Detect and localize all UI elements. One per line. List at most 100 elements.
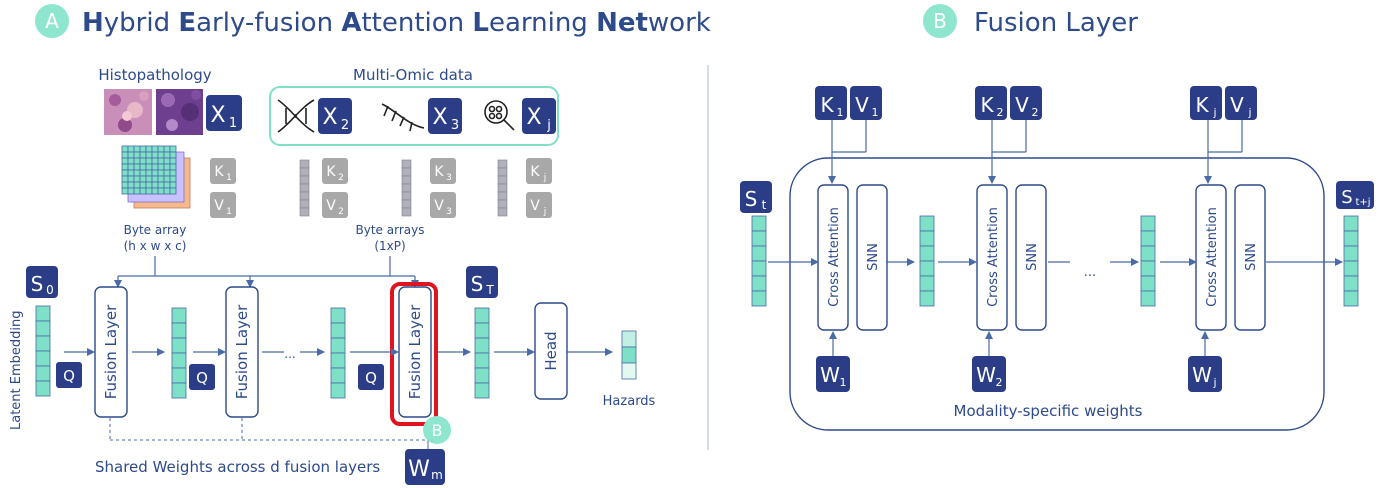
fusion-layer-1 xyxy=(94,286,128,418)
svg-text:K: K xyxy=(214,164,224,180)
vector-cell xyxy=(1343,290,1359,307)
snn-block xyxy=(856,184,888,331)
svg-text:1: 1 xyxy=(226,207,232,217)
s0-subscript: 0 xyxy=(46,283,54,297)
svg-text:2: 2 xyxy=(338,173,344,183)
grid-cell xyxy=(157,151,165,159)
latent-embedding-label: Latent Embedding xyxy=(9,310,24,430)
svg-text:Cross Attention: Cross Attention xyxy=(1205,207,1220,307)
grid-cell xyxy=(127,157,135,165)
grid-cell xyxy=(121,157,129,165)
grid-cell xyxy=(139,145,147,153)
x3-token xyxy=(428,98,462,134)
vector-cell xyxy=(35,320,51,337)
wm-subscript: m xyxy=(431,468,443,482)
vector-cell xyxy=(330,352,346,369)
x1-label: X xyxy=(210,103,225,128)
byte-array-dims: (h x w x c) xyxy=(124,239,187,253)
ellipsis-a: ... xyxy=(284,347,295,361)
grid-cell xyxy=(127,145,135,153)
svg-text:1: 1 xyxy=(226,173,232,183)
cross-attention-block xyxy=(1195,184,1227,331)
grid-cell xyxy=(151,169,159,177)
histology-image-1 xyxy=(104,89,152,135)
w1-token xyxy=(816,356,850,392)
vector-cell xyxy=(330,337,346,354)
svg-text:3: 3 xyxy=(446,207,452,217)
grid-cell xyxy=(151,163,159,171)
grid-cell xyxy=(169,187,177,195)
svg-text:K: K xyxy=(1195,93,1209,117)
svg-text:j: j xyxy=(543,207,547,217)
svg-text:3: 3 xyxy=(446,173,452,183)
panel-a-title: Hybrid Early-fusion Attention Learning N… xyxy=(82,8,711,38)
svg-text:t: t xyxy=(762,198,767,212)
vector-cell xyxy=(1343,260,1359,277)
wm-label: W xyxy=(408,457,430,482)
vector-cell xyxy=(171,337,187,354)
svg-text:Q: Q xyxy=(365,369,377,387)
x3-label: X xyxy=(432,105,447,130)
v1-token xyxy=(210,192,236,218)
svg-text:1: 1 xyxy=(872,106,879,119)
vector-cell xyxy=(330,367,346,384)
grid-cell xyxy=(151,175,159,183)
head-box xyxy=(534,302,568,400)
strip-cell xyxy=(497,183,508,193)
vector-cell xyxy=(474,352,490,369)
vector-cell xyxy=(1140,245,1156,262)
wm-token xyxy=(405,449,445,485)
grid-cell xyxy=(151,145,159,153)
xj-token xyxy=(522,98,556,134)
grid-cell xyxy=(151,181,159,189)
title-part: ybrid xyxy=(104,8,179,38)
grid-cell xyxy=(145,157,153,165)
svg-text:W: W xyxy=(976,363,996,387)
st-label: S xyxy=(471,272,484,296)
svg-text:Q: Q xyxy=(196,369,208,387)
strip-cell xyxy=(497,175,508,185)
strip-cell xyxy=(299,167,310,177)
q-token-3 xyxy=(358,364,384,390)
histology-image-2 xyxy=(156,89,203,135)
cross-attention-block xyxy=(817,184,849,331)
kj-token-b xyxy=(1190,86,1222,120)
snn-block xyxy=(1015,184,1047,331)
grid-cell xyxy=(139,169,147,177)
vector-cell xyxy=(171,322,187,339)
k2-token-b xyxy=(975,86,1007,120)
svg-text:Cross Attention: Cross Attention xyxy=(986,207,1001,307)
wj-token xyxy=(1188,356,1222,392)
svg-text:V: V xyxy=(1230,93,1244,117)
grid-cell xyxy=(151,187,159,195)
grid-cell xyxy=(133,187,141,195)
multiomic-label: Multi-Omic data xyxy=(353,66,473,84)
grid-cell xyxy=(163,151,171,159)
svg-text:W: W xyxy=(1192,363,1212,387)
b-badge-small xyxy=(423,416,451,444)
grid-cell xyxy=(163,181,171,189)
vector-cell xyxy=(919,290,935,307)
panel-b-title: Fusion Layer xyxy=(974,8,1138,38)
vector-cell xyxy=(474,367,490,384)
svg-text:Fusion Layer: Fusion Layer xyxy=(233,304,251,399)
grid-cell xyxy=(157,175,165,183)
cross-attention-block xyxy=(976,184,1008,331)
s0-token xyxy=(26,266,58,298)
svg-text:K: K xyxy=(434,164,444,180)
vj-token-b xyxy=(1225,86,1257,120)
svg-text:j: j xyxy=(1212,376,1216,389)
v2-token-b xyxy=(1010,86,1042,120)
byte-array-grid xyxy=(121,145,191,209)
vector-cell xyxy=(1140,230,1156,247)
grid-cell xyxy=(145,151,153,159)
vector-cell xyxy=(171,367,187,384)
strip-cell xyxy=(401,183,412,193)
title-part: H xyxy=(82,8,104,38)
grid-cell xyxy=(127,181,135,189)
hazards-vector xyxy=(621,330,637,380)
x2-subscript: 2 xyxy=(341,118,349,133)
shared-weights-connector xyxy=(109,418,429,452)
svg-text:Cross Attention: Cross Attention xyxy=(827,207,842,307)
panel-a: A Hybrid Early-fusion Attention Learning… xyxy=(9,4,711,485)
